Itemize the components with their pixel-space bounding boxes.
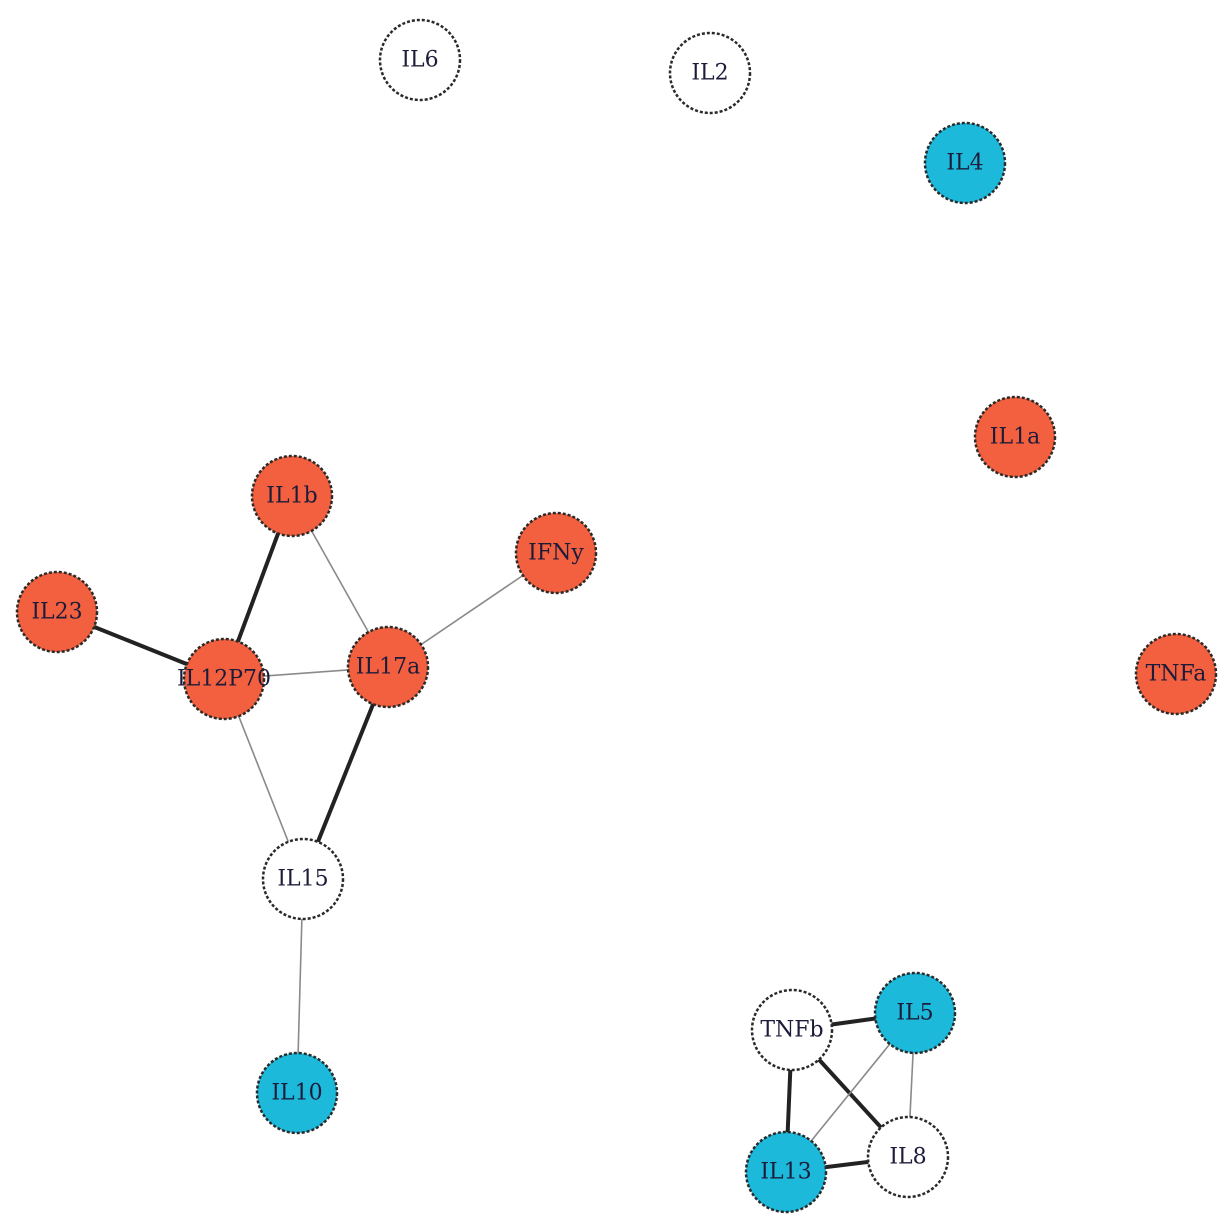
node-circle-IL6: [378, 18, 462, 102]
node-IL15: IL15: [261, 837, 345, 921]
node-label-IL8: IL8: [889, 1145, 926, 1170]
node-IL10: IL10: [255, 1051, 339, 1135]
node-label-TNFb: TNFb: [760, 1018, 823, 1043]
node-label-IL5: IL5: [896, 1001, 933, 1026]
node-IL13: IL13: [744, 1130, 828, 1214]
node-circle-IL12P70: [182, 637, 266, 721]
node-TNFa: TNFa: [1134, 632, 1218, 716]
node-circle-IL10: [255, 1051, 339, 1135]
node-circle-TNFb: [750, 988, 834, 1072]
node-circle-IFNy: [514, 511, 598, 595]
node-label-IL1b: IL1b: [266, 484, 317, 509]
node-label-IL1a: IL1a: [990, 425, 1040, 450]
node-IL1b: IL1b: [250, 454, 334, 538]
node-circle-IL23: [15, 570, 99, 654]
node-IL2: IL2: [668, 31, 752, 115]
node-label-TNFa: TNFa: [1146, 662, 1207, 687]
node-IL1a: IL1a: [973, 395, 1057, 479]
node-circle-IL13: [744, 1130, 828, 1214]
node-label-IL17a: IL17a: [356, 655, 420, 680]
node-IL8: IL8: [866, 1115, 950, 1199]
node-label-IL23: IL23: [31, 600, 82, 625]
node-IL12P70: IL12P70: [177, 637, 271, 721]
node-circle-IL8: [866, 1115, 950, 1199]
node-IL6: IL6: [378, 18, 462, 102]
node-circle-IL2: [668, 31, 752, 115]
node-circle-IL4: [923, 121, 1007, 205]
node-label-IL10: IL10: [271, 1081, 322, 1106]
node-circle-IL15: [261, 837, 345, 921]
node-label-IL4: IL4: [946, 151, 983, 176]
node-circle-IL17a: [346, 625, 430, 709]
node-IFNy: IFNy: [514, 511, 598, 595]
node-circle-IL1b: [250, 454, 334, 538]
node-circle-TNFa: [1134, 632, 1218, 716]
node-label-IL6: IL6: [401, 48, 438, 73]
node-TNFb: TNFb: [750, 988, 834, 1072]
node-IL4: IL4: [923, 121, 1007, 205]
node-label-IL2: IL2: [691, 61, 728, 86]
node-label-IFNy: IFNy: [528, 541, 584, 566]
node-IL23: IL23: [15, 570, 99, 654]
node-circle-IL5: [873, 971, 957, 1055]
node-label-IL13: IL13: [760, 1160, 811, 1185]
node-IL17a: IL17a: [346, 625, 430, 709]
node-label-IL15: IL15: [277, 867, 328, 892]
node-label-IL12P70: IL12P70: [177, 667, 271, 692]
node-circle-IL1a: [973, 395, 1057, 479]
edge-layer: [56, 495, 916, 1174]
node-IL5: IL5: [873, 971, 957, 1055]
